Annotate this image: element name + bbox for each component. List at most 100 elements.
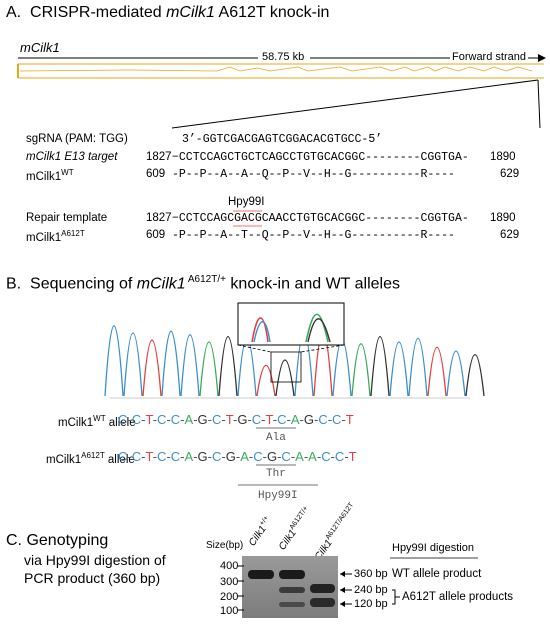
target-end: 1890 bbox=[490, 151, 516, 163]
trace-peak bbox=[123, 332, 143, 397]
panel-a-title-pre: CRISPR-mediated bbox=[30, 4, 167, 21]
wt-allele-bases: C-C-T-C-C-A-G-C-T-G-C-T-C-A-G-C-C-T bbox=[118, 412, 354, 427]
band-lane3-240 bbox=[310, 584, 335, 593]
trace-peak bbox=[142, 339, 162, 397]
wt-allele-label: mCilk1WT allele bbox=[58, 414, 136, 429]
ladder-300: 300 bbox=[220, 576, 239, 588]
digest-header: Hpy99I digestion bbox=[392, 542, 474, 554]
base-wt_bases-12: C bbox=[277, 412, 287, 427]
trace-peak bbox=[161, 330, 181, 397]
band-lane3-120 bbox=[310, 598, 335, 607]
base-wt_bases-2: T bbox=[145, 412, 153, 427]
panel-a-title-gene: mCilk1 bbox=[166, 4, 215, 21]
band-label-360: 360 bp bbox=[354, 568, 388, 580]
base-ki_bases-9: A bbox=[240, 449, 249, 464]
base-ki_bases-8: G bbox=[225, 449, 236, 464]
exon-track bbox=[17, 63, 544, 79]
repair-sequence: −CCTCCAGCGACGCAACCTGTGCACGGC--------CGGT… bbox=[172, 212, 469, 225]
base-wt_bases-13: A bbox=[290, 412, 300, 427]
ladder-100: 100 bbox=[220, 605, 239, 617]
panel-b-title: B. Sequencing of mCilk1 A612T/+ knock-in… bbox=[6, 274, 400, 293]
base-wt_bases-11: T bbox=[265, 412, 273, 427]
base-wt_bases-10: C bbox=[251, 412, 262, 427]
ki-start: 609 bbox=[146, 229, 166, 241]
base-ki_bases-13: A bbox=[295, 449, 304, 464]
base-ki_bases-7: C bbox=[212, 449, 222, 464]
base-ki_bases-6: G bbox=[197, 449, 208, 464]
trace-peak bbox=[199, 341, 219, 397]
panel-a-letter: A. bbox=[6, 4, 22, 21]
hpy99i-site-label: Hpy99I bbox=[228, 196, 265, 208]
trace-peak bbox=[275, 359, 295, 397]
base-ki_bases-2: T bbox=[145, 449, 153, 464]
ki-protein-sequence: -P--P--A--T--Q--P--V--H--G----------R---… bbox=[172, 229, 455, 242]
base-wt_bases-3: C bbox=[157, 412, 167, 427]
trace-peak bbox=[351, 343, 371, 397]
band-lane1-360 bbox=[248, 570, 274, 579]
sgrna-label: sgRNA (PAM: TGG) bbox=[26, 133, 128, 145]
base-wt_bases-16: C bbox=[332, 412, 342, 427]
trace-peak bbox=[104, 325, 124, 397]
panel-b-title-post: knock-in and WT alleles bbox=[225, 275, 400, 293]
enzyme-label: Hpy99I bbox=[258, 490, 298, 502]
trace-peak bbox=[389, 341, 409, 397]
panel-c-title: C. Genotyping bbox=[6, 532, 108, 550]
base-wt_bases-4: C bbox=[170, 412, 181, 427]
ki-allele-label: mCilk1A612T allele bbox=[46, 451, 135, 466]
gene-label: mCilk1 bbox=[20, 40, 60, 55]
panel-b-title-sup: A612T/+ bbox=[185, 274, 226, 285]
base-ki_bases-16: C bbox=[334, 449, 345, 464]
band-label-120: 120 bp bbox=[354, 598, 388, 610]
trace-peak bbox=[218, 336, 238, 397]
wt-protein-name: mCilk1 bbox=[26, 170, 62, 183]
ki-end: 629 bbox=[500, 229, 520, 241]
ki-allele-sup: A612T bbox=[81, 451, 105, 460]
base-wt_bases-15: C bbox=[318, 412, 328, 427]
wt-protein-label: mCilk1WT bbox=[26, 168, 74, 183]
repair-label: Repair template bbox=[26, 212, 108, 224]
target-start: 1827 bbox=[146, 151, 172, 163]
panel-c-letter: C. bbox=[6, 532, 22, 549]
target-sequence: −CCTCCAGCTGCTCAGCCTGTGCACGGC--------CGGT… bbox=[172, 151, 469, 164]
base-wt_bases-1: C bbox=[131, 412, 142, 427]
band-label-240: 240 bp bbox=[354, 584, 388, 596]
base-wt_bases-6: G bbox=[197, 412, 208, 427]
trace-peak bbox=[465, 354, 485, 397]
base-wt_bases-5: A bbox=[184, 412, 194, 427]
base-ki_bases-4: C bbox=[170, 449, 181, 464]
repair-end: 1890 bbox=[490, 212, 516, 224]
ladder-400: 400 bbox=[220, 560, 239, 572]
wt-protein-sequence: -P--P--A--A--Q--P--V--H--G----------R---… bbox=[172, 168, 455, 181]
base-wt_bases-9: G bbox=[237, 412, 248, 427]
band-lane2-120 bbox=[279, 602, 305, 607]
trace-peak bbox=[427, 346, 447, 397]
base-ki_bases-15: C bbox=[321, 449, 331, 464]
base-ki_bases-0: C bbox=[118, 449, 128, 464]
length-label: 58.75 kb bbox=[262, 51, 305, 63]
wt-end: 629 bbox=[500, 168, 520, 180]
base-ki_bases-11: G bbox=[266, 449, 278, 464]
wt-start: 609 bbox=[146, 168, 166, 180]
codon-underlines bbox=[238, 427, 318, 486]
trace-peak bbox=[446, 350, 466, 397]
wt-protein-sup: WT bbox=[61, 168, 74, 177]
wt-allele-name: mCilk1 bbox=[58, 416, 94, 429]
ki-protein-sup: A612T bbox=[61, 229, 85, 238]
base-ki_bases-3: C bbox=[157, 449, 167, 464]
panel-b-title-gene: mCilk1 bbox=[136, 275, 186, 293]
trace-peak bbox=[180, 334, 200, 397]
ki-protein-label: mCilk1A612T bbox=[26, 229, 85, 244]
base-wt_bases-8: T bbox=[225, 412, 233, 427]
size-label: Size(bp) bbox=[206, 540, 244, 551]
wt-allele-sup: WT bbox=[93, 414, 106, 423]
ki-protein-name: mCilk1 bbox=[26, 231, 62, 244]
base-ki_bases-10: C bbox=[253, 449, 263, 464]
panel-b-letter: B. bbox=[6, 275, 22, 293]
ki-allele-bases: C-C-T-C-C-A-G-C-G-A-C-G-C-A-A-C-C-T bbox=[118, 449, 357, 464]
panel-a-title: A. CRISPR-mediated mCilk1 A612T knock-in bbox=[6, 4, 329, 22]
trace-peak bbox=[256, 364, 276, 397]
ki-allele-name: mCilk1 bbox=[46, 453, 82, 466]
wt-codon: Ala bbox=[266, 432, 286, 444]
target-label: mCilk1 E13 target bbox=[26, 151, 118, 163]
